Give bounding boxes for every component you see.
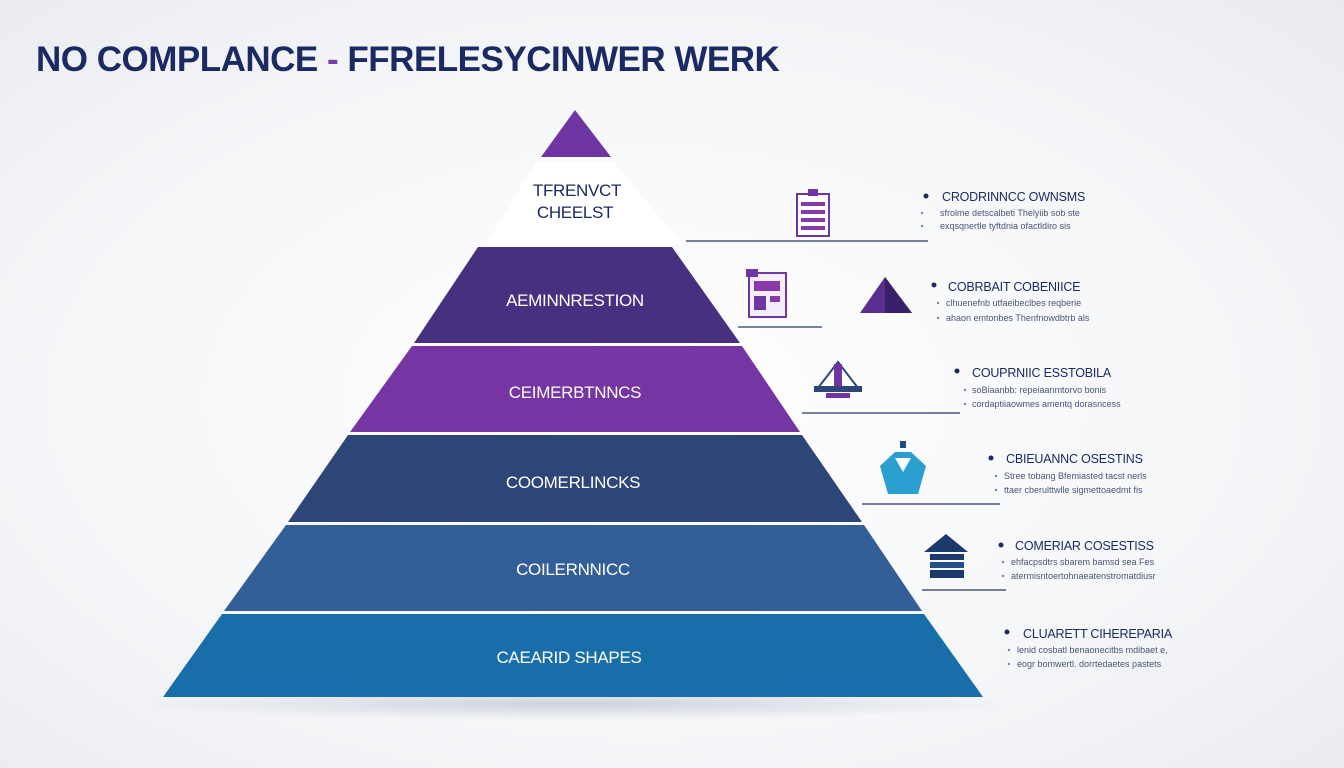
bullet-3 [988,455,994,461]
bullet-5 [1004,629,1010,635]
tier-3-band [288,435,862,522]
annotation-2-desc-line-1: soBiaanbb: repeiaanmtorvo bonis [972,385,1107,395]
tier-1-band [414,247,740,343]
sub-bullet-1a [936,301,940,305]
annotation-3-title: CBIEUANNC OSESTINS [1006,452,1143,466]
title-separator: - [327,40,339,79]
annotation-sub-bullets [920,211,1011,666]
bullet-4 [998,542,1004,548]
annotation-1-desc-line-1: clhuenefnb utfaeibeclbes reqberie [946,298,1081,308]
tier-4-band [224,525,922,611]
annotation-1-title: COBRBAIT COBENIICE [948,280,1080,294]
bullet-1 [931,282,937,288]
clipboard-icon [796,189,830,237]
sub-bullet-5b [1007,662,1011,666]
pyramid-apex [541,110,611,157]
annotation-0-desc-line-1: sfrolme detscalbeti Thelyiib sob ste [940,208,1080,218]
tier-5-label: CAEARID SHAPES [496,648,641,667]
annotation-1-desc-line-2: ahaon emtonbes Thenfnowdbtrb als [946,313,1090,323]
sub-bullet-0b [920,224,924,228]
sub-bullet-2b [963,402,967,406]
annotation-2-title: COUPRNIIC ESSTOBILA [972,366,1112,380]
annotation-4-desc-line-1: ehfacpsdtrs sbarem bamsd sea Fes [1011,557,1155,567]
annotation-5-desc-line-2: eogr bomwertl. dorrtedaetes pastets [1017,659,1162,669]
annotation-2-desc-line-2: cordaptiiaowmes amentq dorasncess [972,399,1121,409]
tier-0-label-line-2: CHEELST [537,203,613,222]
annotation-3-desc-line-2: ttaer cberulttwlle sigmettoaedmt fis [1004,485,1143,495]
connector-lines [686,240,1006,591]
annotation-bullets [923,193,1010,635]
title-rest: FFRELESYCINWER WERK [347,40,780,79]
pyramid [163,110,983,697]
sub-bullet-4a [1001,560,1005,564]
tier-2-label: CEIMERBTNNCS [509,383,641,402]
annotation-3-desc-line-1: Stree tobang Bfemiasted tacst nerls [1004,471,1147,481]
tier-2-band [350,346,800,432]
page-title: NO COMPLANCE - FFRELESYCINWER WERK [36,40,780,80]
annotation-0-desc-line-2: exqsqnertle tyftdnia ofactldiro sis [940,221,1071,231]
sub-bullet-3a [994,474,998,478]
tier-3-label: COOMERLINCKS [506,473,640,492]
annotation-4-title: COMERIAR COSESTISS [1015,539,1154,553]
bullet-2 [954,368,960,374]
annotation-5-title: CLUARETT CIHEREPARIA [1023,627,1173,641]
sub-bullet-2a [963,388,967,392]
sub-bullet-5a [1007,648,1011,652]
tier-0-label-line-1: TFRENVCT [533,181,621,200]
tier-4-label: COILERNNICC [516,560,630,579]
sub-bullet-4b [1001,574,1005,578]
pyramid-icon [860,277,912,313]
shield-badge-icon [880,441,926,494]
annotation-0-title: CRODRINNCC OWNSMS [942,190,1085,204]
annotation-5-desc-line-1: lenid cosbatl benaonecitbs mdibaet e, [1017,645,1168,655]
annotation-4-desc-line-2: atermisntoertohnaeatenstromatdiusr [1011,571,1156,581]
tier-5-band [163,614,983,697]
sub-bullet-0a [920,211,924,215]
scale-icon [814,360,862,398]
sub-bullet-1b [936,316,940,320]
tier-0-band [486,162,682,244]
sub-bullet-3b [994,488,998,492]
title-main: NO COMPLANCE [36,40,318,79]
stack-icon [924,534,968,578]
bullet-0 [923,193,929,199]
tier-1-label: AEMINNRESTION [506,291,644,310]
checklist-board-icon [746,269,787,318]
